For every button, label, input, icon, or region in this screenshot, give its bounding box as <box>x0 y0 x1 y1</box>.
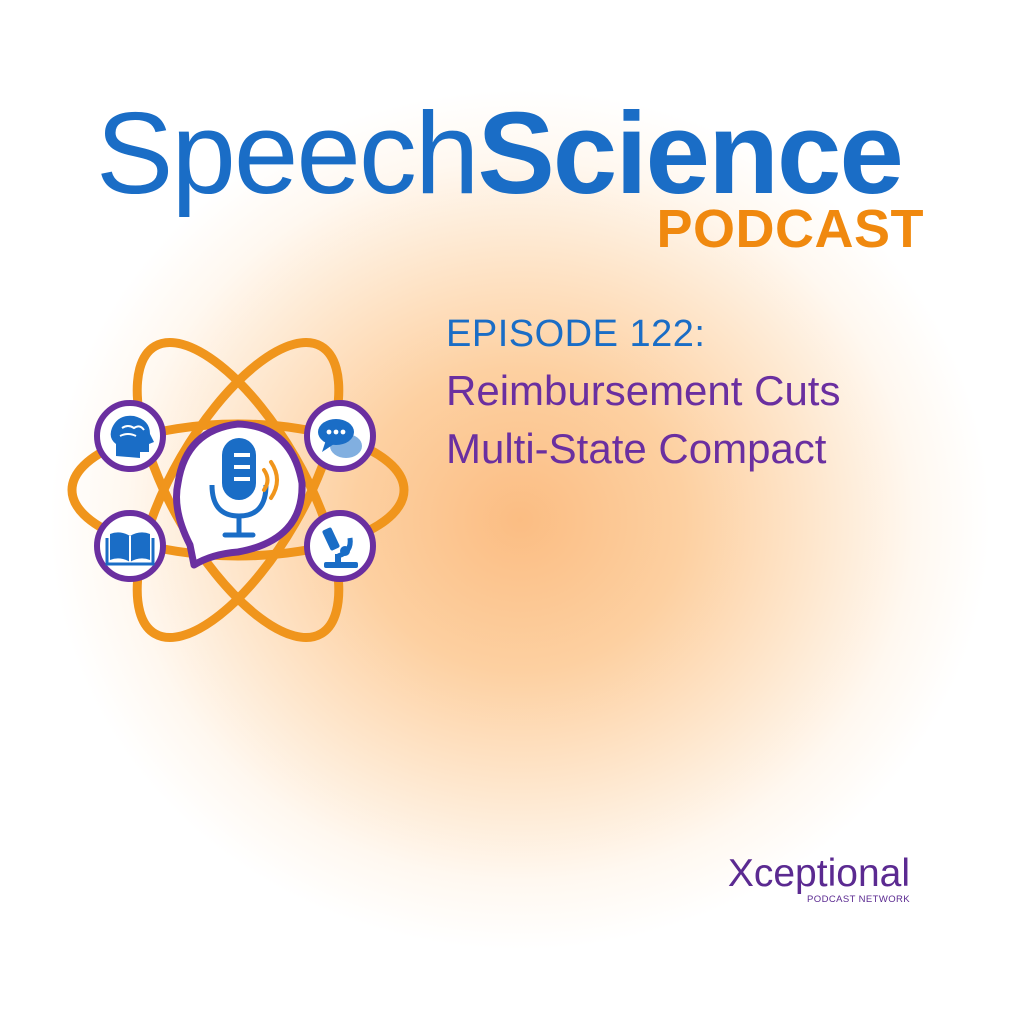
title-word-science: Science <box>477 88 904 218</box>
episode-title-line-1: Reimbursement Cuts <box>446 367 841 414</box>
open-book-icon <box>94 510 166 582</box>
network-name: Xceptional <box>727 852 910 895</box>
atom-logo <box>67 338 409 642</box>
episode-title-line-2: Multi-State Compact <box>446 425 827 472</box>
microphone-speech-bubble-icon <box>173 420 306 569</box>
chat-bubbles-icon <box>304 400 376 472</box>
podcast-label: PODCAST <box>656 199 924 259</box>
title-word-speech: Speech <box>96 88 479 218</box>
brain-head-icon <box>94 400 166 472</box>
network-logo: Xceptional PODCAST NETWORK <box>700 852 910 906</box>
podcast-title: SpeechScience <box>96 88 936 218</box>
episode-number: EPISODE 122: <box>446 313 706 355</box>
network-tagline: PODCAST NETWORK <box>807 894 910 905</box>
microscope-icon <box>304 510 376 582</box>
